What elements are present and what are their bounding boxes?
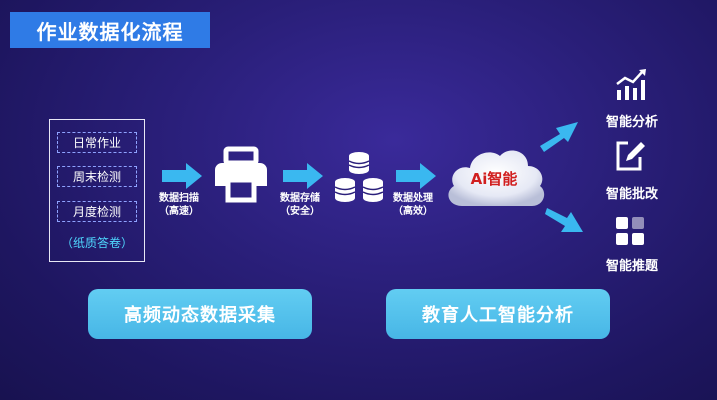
grid-icon (616, 217, 644, 245)
paper-sources-box: 日常作业 周末检测 月度检测 （纸质答卷） (49, 119, 145, 262)
arrow-right-icon (283, 163, 323, 189)
output-label-analysis: 智能分析 (605, 115, 658, 130)
database-icon (334, 152, 384, 202)
source-item-weekend: 周末检测 (57, 166, 137, 187)
bar-chart-icon (616, 69, 646, 100)
arrow-right-icon (396, 163, 436, 189)
step-processing-note: （高效） (393, 206, 433, 217)
ai-analysis-button: 教育人工智能分析 (386, 289, 610, 339)
output-label-recommend: 智能推题 (605, 259, 658, 274)
arrow-right-icon (162, 163, 202, 189)
step-processing-title: 数据处理 (393, 193, 433, 204)
edit-icon (616, 141, 645, 171)
printer-icon (215, 146, 267, 203)
step-scan-note: （高速） (159, 206, 199, 217)
page-title: 作业数据化流程 (10, 12, 210, 48)
arrow-down-right-icon (545, 208, 583, 232)
cloud-icon (448, 150, 545, 206)
data-collection-button: 高频动态数据采集 (88, 289, 312, 339)
step-label-processing: 数据处理 （高效） (384, 192, 442, 218)
source-item-daily: 日常作业 (57, 132, 137, 153)
step-label-storage: 数据存储 （安全） (271, 192, 329, 218)
output-label-grading: 智能批改 (605, 187, 658, 202)
arrow-up-right-icon (540, 122, 578, 152)
source-footnote: （纸质答卷） (60, 236, 133, 250)
step-storage-title: 数据存储 (280, 193, 320, 204)
source-item-monthly: 月度检测 (57, 201, 137, 222)
step-label-scan: 数据扫描 （高速） (150, 192, 208, 218)
step-scan-title: 数据扫描 (159, 193, 199, 204)
step-storage-note: （安全） (280, 206, 320, 217)
ai-cloud-label: Ai智能 (470, 170, 518, 188)
